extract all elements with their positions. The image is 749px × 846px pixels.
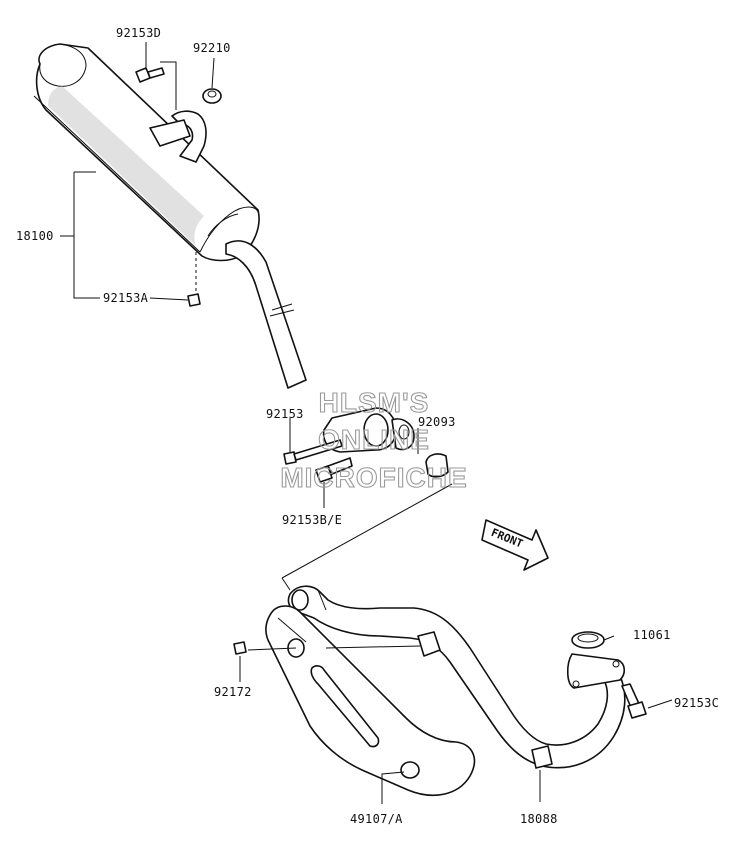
leader-lines: [60, 42, 673, 804]
watermark: HLSM'S ONLINE MICROFICHE: [280, 386, 467, 493]
label-92153D: 92153D: [116, 26, 161, 40]
label-11061: 11061: [633, 628, 671, 642]
label-49107A: 49107/A: [350, 812, 403, 826]
gasket-11061[interactable]: [571, 631, 605, 649]
bolt-92153A[interactable]: [187, 293, 201, 307]
bolt-92153C[interactable]: [621, 683, 647, 719]
head-pipe-18088[interactable]: [287, 585, 626, 769]
front-direction-arrow: FRONT: [481, 519, 549, 571]
part-labels: 92153D 92210 18100 92153A 92153 92093 92…: [16, 26, 719, 826]
watermark-line-1: HLSM'S: [319, 387, 430, 418]
label-92172: 92172: [214, 685, 252, 699]
label-92093: 92093: [418, 415, 456, 429]
label-92153C: 92153C: [674, 696, 719, 710]
label-92210: 92210: [193, 41, 231, 55]
bolt-92153[interactable]: [283, 439, 343, 465]
heat-guard-49107A[interactable]: [265, 605, 476, 797]
watermark-line-2: ONLINE: [318, 424, 430, 455]
label-92153A: 92153A: [103, 291, 149, 305]
label-18088: 18088: [520, 812, 558, 826]
bolt-92153BE[interactable]: [315, 457, 353, 483]
label-92153BE: 92153B/E: [282, 513, 342, 527]
watermark-line-3: MICROFICHE: [280, 462, 467, 493]
bolt-92153D[interactable]: [135, 67, 165, 83]
muffler-18100[interactable]: [33, 43, 415, 453]
label-18100: 18100: [16, 229, 54, 243]
grommet-92210[interactable]: [202, 88, 222, 104]
gasket-92093[interactable]: [425, 453, 449, 478]
label-92153: 92153: [266, 407, 304, 421]
screw-92172[interactable]: [233, 641, 247, 655]
